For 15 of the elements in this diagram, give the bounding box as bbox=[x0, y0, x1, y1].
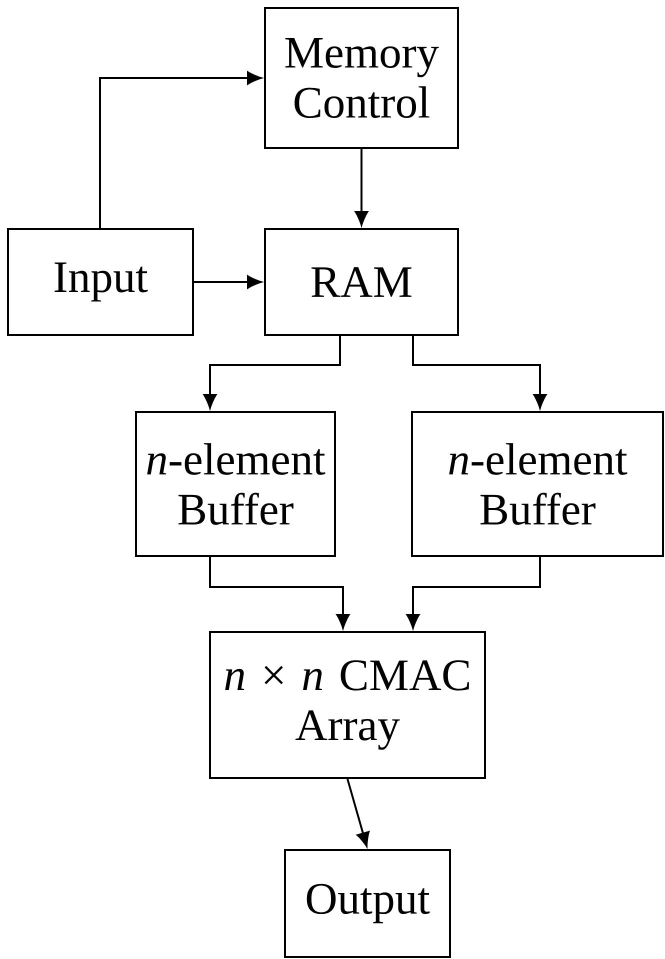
process-box: n × n CMAC Array bbox=[209, 631, 486, 779]
arrow bbox=[354, 149, 368, 226]
process-box: n-element Buffer bbox=[135, 411, 336, 557]
process-box: Output bbox=[284, 849, 451, 958]
arrow bbox=[346, 778, 370, 847]
arrow bbox=[99, 71, 262, 228]
process-box: Memory Control bbox=[264, 7, 459, 149]
arrow bbox=[194, 275, 262, 289]
process-box: Input bbox=[7, 228, 194, 336]
arrow bbox=[406, 557, 541, 628]
arrow bbox=[209, 557, 350, 628]
arrow bbox=[412, 336, 547, 408]
arrow bbox=[203, 336, 341, 408]
process-box: n-element Buffer bbox=[411, 411, 664, 557]
process-box: RAM bbox=[264, 228, 459, 336]
